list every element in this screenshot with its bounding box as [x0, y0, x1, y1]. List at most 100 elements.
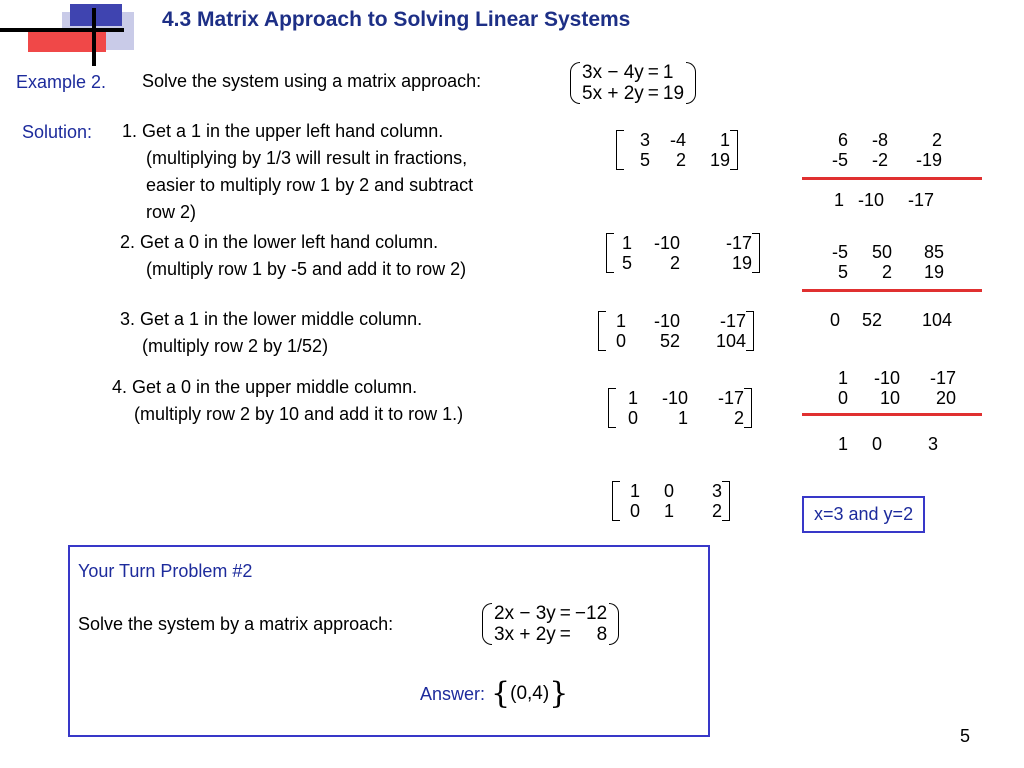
step-4-line-1: 4. Get a 0 in the upper middle column.	[112, 377, 418, 397]
equation-rhs: 8	[596, 624, 608, 645]
matrix-cell: -17	[717, 388, 744, 408]
step-1-line-1: 1. Get a 1 in the upper left hand column…	[122, 121, 444, 141]
matrix-cell: -10	[653, 311, 680, 331]
equation-eq: =	[559, 624, 571, 645]
matrix-cell: 1	[627, 388, 638, 408]
left-brace: {	[491, 676, 511, 711]
work-cell: 10	[879, 388, 900, 408]
equation-rhs: 19	[662, 83, 685, 104]
work-cell: 20	[935, 388, 956, 408]
matrix-cell: 1	[629, 481, 640, 501]
matrix-cell: 1	[677, 408, 688, 428]
matrix-cell: 0	[627, 408, 638, 428]
solution-answer-box: x=3 and y=2	[802, 496, 926, 533]
matrix-cell: -4	[669, 130, 686, 150]
matrix-cell: -10	[653, 233, 680, 253]
work-cell: 85	[923, 242, 944, 262]
work-2-divider	[802, 289, 982, 292]
work-cell: 1	[837, 434, 848, 454]
answer-value: (0,4)	[510, 683, 550, 704]
work-cell: 0	[837, 388, 848, 408]
work-cell: 1	[833, 190, 844, 210]
work-cell: 6	[837, 130, 848, 150]
matrix-cell: 0	[629, 501, 640, 521]
matrix-3: 1 -10 -17 0 52 104	[598, 311, 754, 351]
matrix-1: 3 -4 1 5 2 19	[616, 130, 738, 170]
your-turn-answer: Answer: { (0,4) }	[420, 679, 568, 709]
equation-lhs: 3x + 2y	[494, 624, 556, 645]
right-paren	[609, 603, 620, 645]
matrix-cell: -10	[661, 388, 688, 408]
right-paren	[686, 62, 697, 104]
equation-eq: =	[559, 603, 571, 624]
matrix-cell: 0	[663, 481, 674, 501]
matrix-cell: 1	[615, 311, 626, 331]
work-cell: -17	[929, 368, 956, 388]
matrix-cell: -17	[725, 233, 752, 253]
equation-eq: =	[647, 62, 659, 83]
example-label: Example 2.	[16, 72, 107, 92]
work-cell: -2	[871, 150, 888, 170]
work-cell: 52	[861, 310, 882, 330]
step-1-line-2: (multiplying by 1/3 will result in fract…	[146, 148, 468, 168]
matrix-cell: 2	[669, 253, 680, 273]
work-cell: -17	[907, 190, 934, 210]
matrix-cell: -17	[719, 311, 746, 331]
step-4-line-2: (multiply row 2 by 10 and add it to row …	[134, 404, 464, 424]
matrix-cell: 1	[621, 233, 632, 253]
step-3-line-1: 3. Get a 1 in the lower middle column.	[120, 309, 423, 329]
equation-eq: =	[647, 83, 659, 104]
matrix-cell: 5	[639, 150, 650, 170]
work-cell: 5	[837, 262, 848, 282]
your-turn-system: 2x − 3y = −12 3x + 2y = 8	[482, 603, 620, 645]
your-turn-prompt: Solve the system by a matrix approach:	[78, 614, 394, 634]
equation-rhs: 1	[662, 62, 674, 83]
work-1-row-2: -5-2-19	[822, 150, 942, 171]
work-cell: 2	[881, 262, 892, 282]
work-cell: 1	[837, 368, 848, 388]
slide-logo-graphic	[0, 4, 134, 66]
work-cell: -10	[857, 190, 884, 210]
left-paren	[482, 603, 492, 645]
right-brace: }	[549, 676, 569, 711]
your-turn-title: Your Turn Problem #2	[78, 561, 253, 581]
work-cell: -19	[915, 150, 942, 170]
matrix-cell: 52	[659, 331, 680, 351]
equation-lhs: 3x − 4y	[582, 62, 644, 83]
equation-rhs: −12	[574, 603, 608, 624]
matrix-cell: 3	[639, 130, 650, 150]
left-paren	[570, 62, 580, 104]
matrix-cell: 0	[615, 331, 626, 351]
matrix-cell: 1	[719, 130, 730, 150]
work-cell: -8	[871, 130, 888, 150]
work-cell: 19	[923, 262, 944, 282]
slide-title: 4.3 Matrix Approach to Solving Linear Sy…	[162, 8, 631, 31]
matrix-cell: 1	[663, 501, 674, 521]
work-3-row-1: 1 -10 -17	[822, 368, 956, 389]
matrix-cell: 104	[715, 331, 746, 351]
work-2-row-2: 5 2 19	[822, 262, 944, 283]
work-cell: 3	[927, 434, 938, 454]
matrix-cell: 19	[709, 150, 730, 170]
work-cell: -10	[873, 368, 900, 388]
matrix-cell: 3	[711, 481, 722, 501]
work-cell: -5	[831, 242, 848, 262]
page-number: 5	[959, 726, 970, 746]
step-2-line-1: 2. Get a 0 in the lower left hand column…	[120, 232, 439, 252]
work-cell: 50	[871, 242, 892, 262]
matrix-cell: 2	[711, 501, 722, 521]
solution-label: Solution:	[22, 122, 93, 142]
example-prompt: Solve the system using a matrix approach…	[142, 71, 482, 91]
work-3-row-2: 0 10 20	[822, 388, 956, 409]
example-system: 3x − 4y = 1 5x + 2y = 19	[570, 62, 697, 104]
matrix-cell: 2	[675, 150, 686, 170]
work-2-row-1: -5 50 85	[822, 242, 944, 263]
matrix-cell: 19	[731, 253, 752, 273]
work-1-result: 1 -10 -17	[822, 190, 934, 211]
